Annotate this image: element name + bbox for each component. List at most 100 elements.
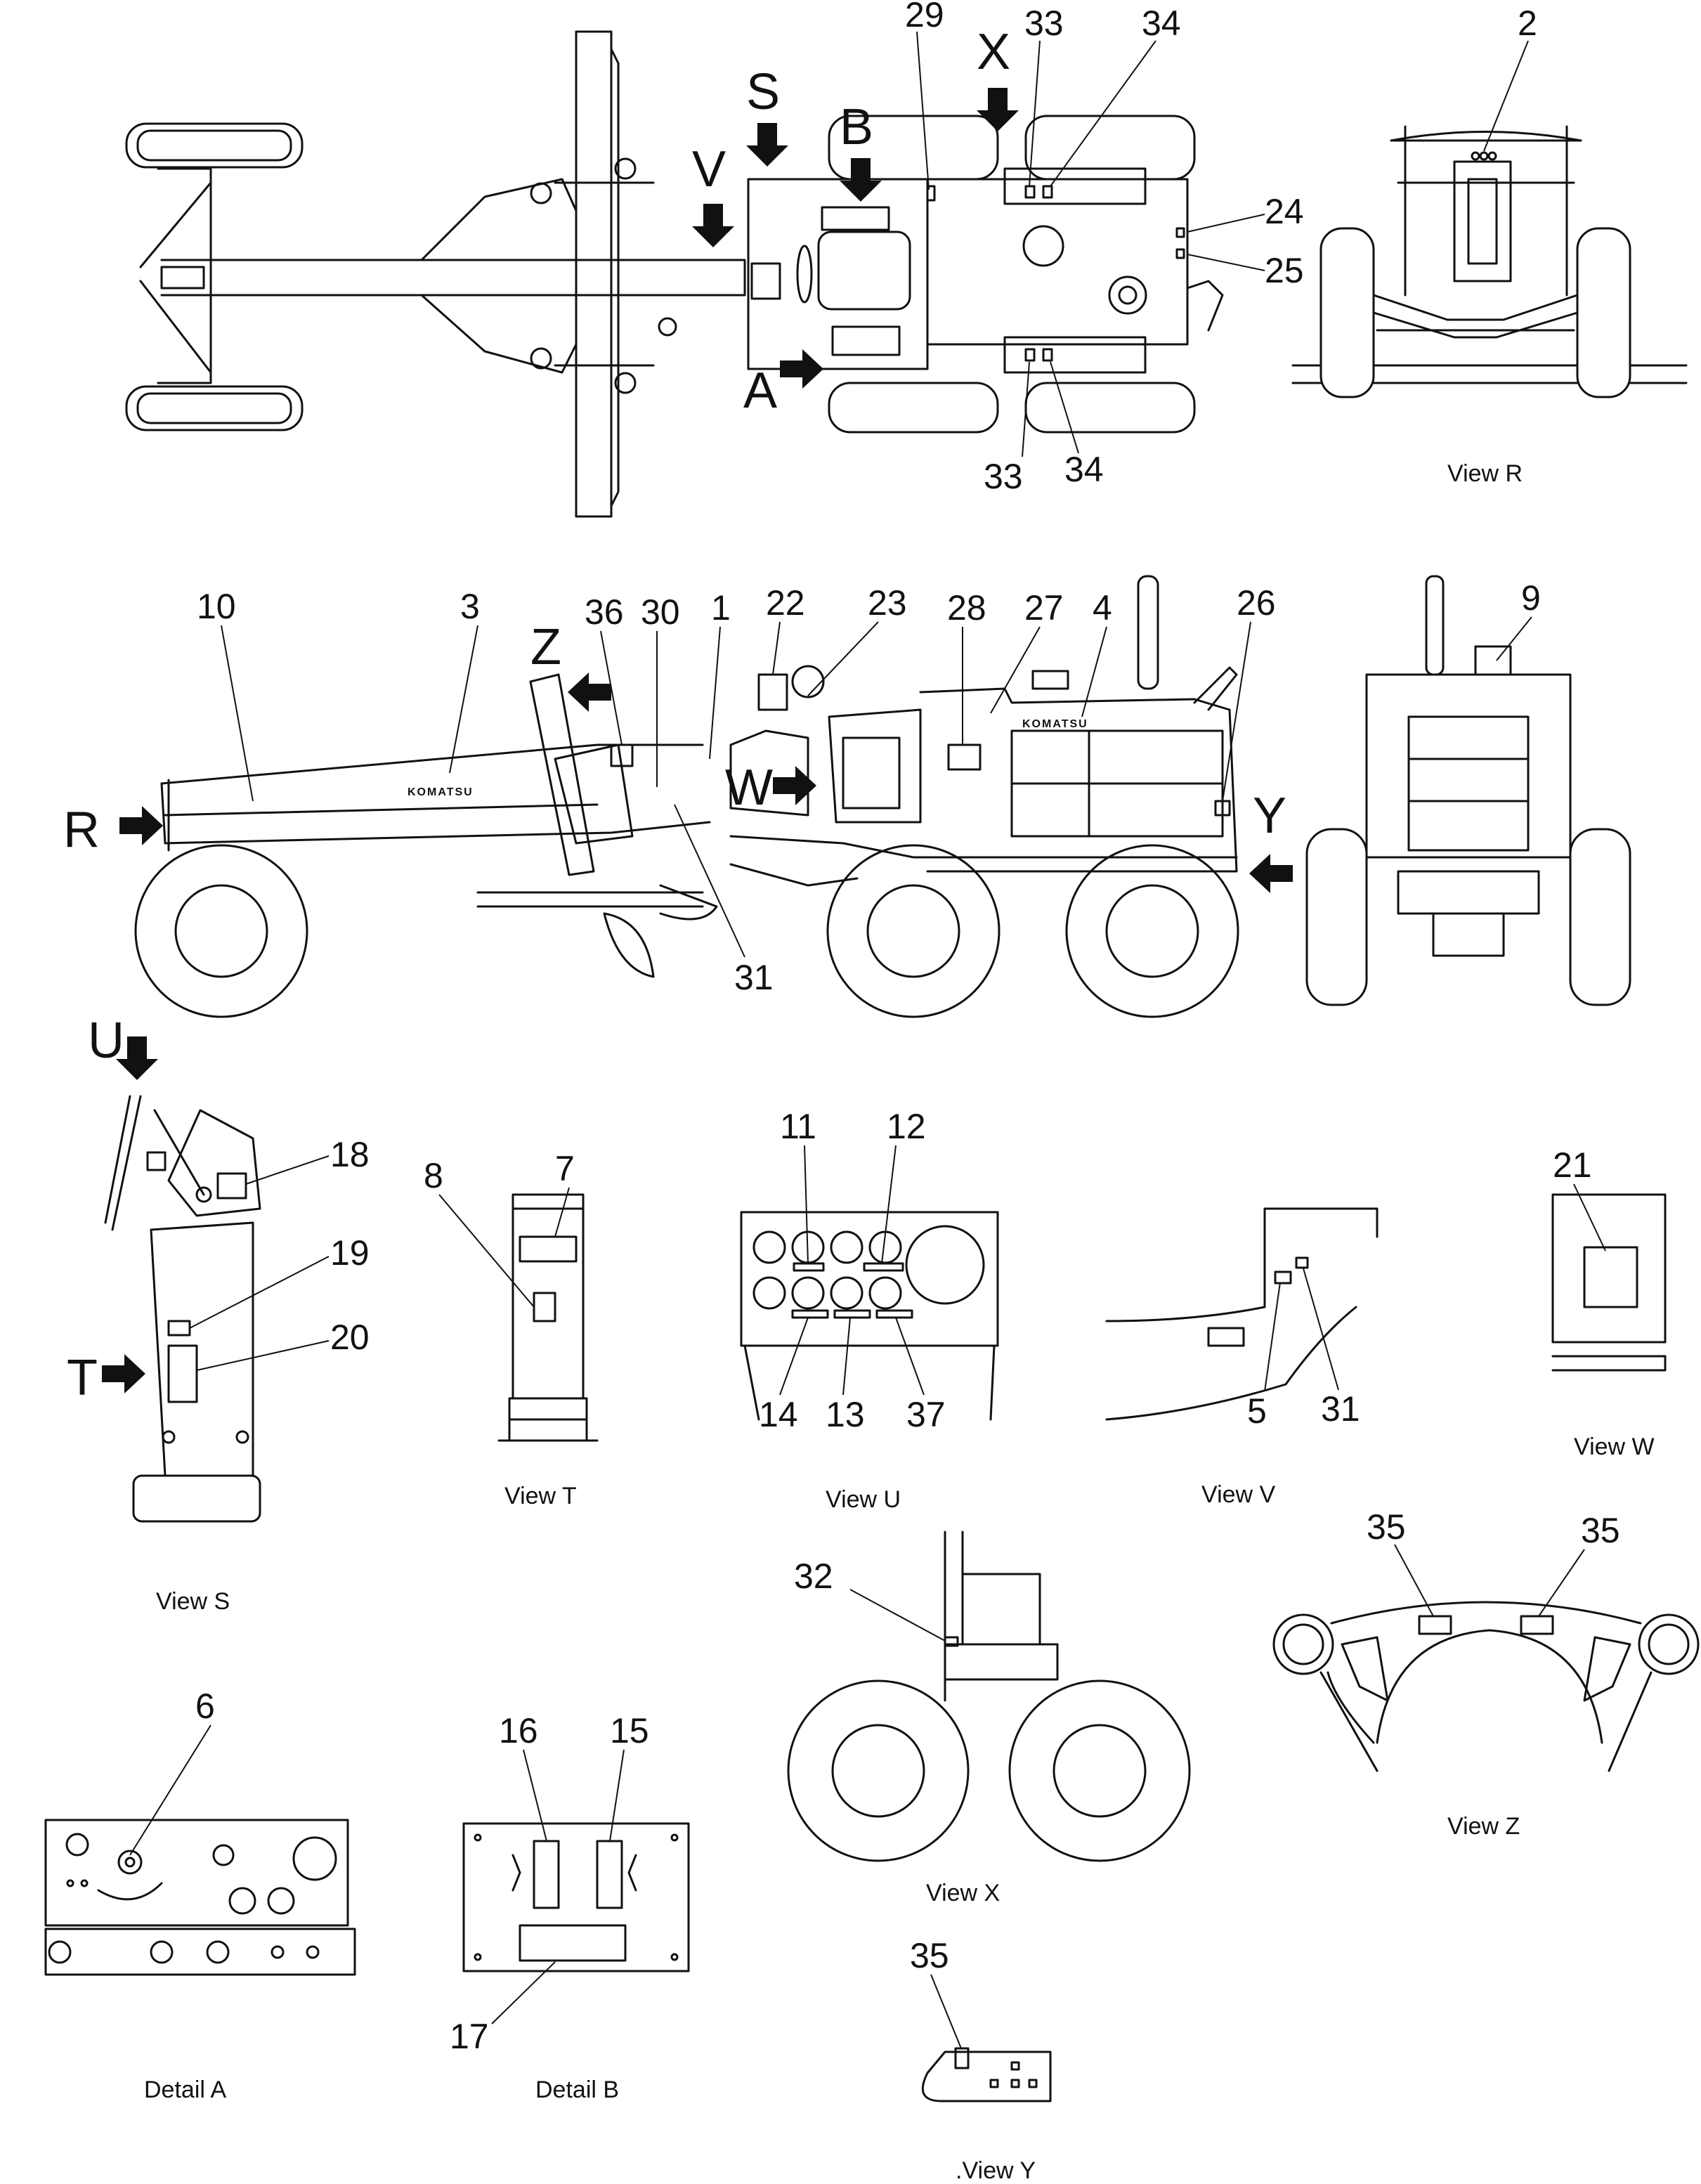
callout-37: 37 — [906, 1395, 946, 1434]
leader-4 — [1081, 626, 1107, 717]
callout-35-view-y: 35 — [910, 1936, 949, 1975]
letter-s: S — [746, 64, 780, 120]
callout-labels: 29 33 34 2 24 25 33 34 10 3 36 30 1 22 2… — [195, 0, 1620, 2056]
detail-b — [462, 1822, 690, 1972]
callout-14: 14 — [759, 1395, 798, 1434]
callout-28: 28 — [947, 588, 986, 628]
leader-5 — [1264, 1282, 1281, 1392]
callout-9: 9 — [1521, 578, 1541, 618]
leader-9 — [1496, 616, 1532, 661]
leader-lines — [129, 31, 1606, 2049]
letter-r: R — [63, 802, 100, 858]
callout-23: 23 — [868, 583, 907, 623]
front-view — [1305, 575, 1631, 1006]
leader-2 — [1483, 40, 1529, 152]
letter-a: A — [743, 363, 777, 419]
leader-37 — [895, 1317, 925, 1396]
callout-20: 20 — [330, 1318, 370, 1357]
view-r — [1291, 125, 1688, 398]
callout-36: 36 — [585, 592, 624, 632]
callout-35-left: 35 — [1367, 1507, 1406, 1547]
leader-35-right — [1538, 1549, 1585, 1617]
arrow-x — [977, 88, 1019, 131]
caption-view-y: .View Y — [956, 2157, 1036, 2184]
leader-8 — [438, 1194, 535, 1308]
leader-32 — [849, 1589, 946, 1642]
arrow-v — [692, 204, 734, 247]
leader-36 — [600, 630, 623, 746]
leader-31 — [674, 804, 745, 958]
letter-y: Y — [1253, 788, 1286, 844]
caption-view-u: View U — [826, 1486, 901, 1513]
letter-b: B — [840, 99, 873, 155]
arrow-r — [119, 806, 163, 845]
arrow-y — [1249, 854, 1293, 893]
letter-u: U — [88, 1013, 124, 1069]
letter-w: W — [725, 760, 773, 816]
callout-10: 10 — [197, 587, 236, 626]
callout-4: 4 — [1093, 588, 1112, 628]
detail-a — [44, 1819, 356, 1976]
callout-15: 15 — [610, 1711, 649, 1750]
callout-18: 18 — [330, 1135, 370, 1174]
arrow-z — [568, 672, 611, 712]
letter-t: T — [67, 1350, 98, 1406]
caption-view-t: View T — [504, 1483, 577, 1509]
brand-text-front-frame: KOMATSU — [408, 786, 474, 798]
callout-16: 16 — [499, 1711, 538, 1750]
leader-25 — [1187, 254, 1265, 271]
leader-33 — [1029, 40, 1041, 187]
leader-29 — [916, 31, 930, 190]
caption-view-s: View S — [156, 1588, 230, 1615]
view-captions: View R View S View T View U View V View … — [144, 460, 1655, 2184]
arrow-a — [780, 349, 823, 389]
leader-15 — [609, 1749, 625, 1842]
leader-17 — [491, 1961, 556, 2024]
callout-30: 30 — [641, 592, 680, 632]
leader-34-lower — [1050, 361, 1079, 454]
arrow-w — [773, 766, 816, 805]
leader-24 — [1187, 214, 1265, 233]
letter-v: V — [692, 141, 726, 197]
view-v — [1105, 1207, 1379, 1421]
callout-5: 5 — [1247, 1391, 1267, 1431]
callout-2: 2 — [1518, 4, 1537, 43]
callout-3: 3 — [460, 587, 480, 626]
callout-26: 26 — [1237, 583, 1276, 623]
caption-view-x: View X — [926, 1880, 1000, 1906]
callout-13: 13 — [826, 1395, 865, 1434]
callout-12: 12 — [887, 1107, 926, 1146]
caption-detail-a: Detail A — [144, 2076, 226, 2103]
view-z — [1272, 1601, 1700, 1772]
view-u — [740, 1211, 999, 1421]
leader-22 — [772, 621, 781, 675]
callout-21: 21 — [1553, 1145, 1592, 1185]
leader-1 — [709, 626, 721, 760]
caption-view-w: View W — [1574, 1434, 1655, 1460]
leader-35-left — [1394, 1544, 1434, 1617]
callout-6: 6 — [195, 1686, 215, 1726]
callout-22: 22 — [766, 583, 805, 623]
view-s — [104, 1095, 261, 1523]
view-t — [497, 1193, 599, 1442]
leader-14 — [779, 1317, 809, 1396]
view-y — [921, 2047, 1052, 2102]
callout-34: 34 — [1142, 4, 1181, 43]
letter-x: X — [977, 24, 1010, 80]
caption-view-r: View R — [1447, 460, 1523, 487]
caption-view-z: View Z — [1447, 1813, 1520, 1840]
callout-25: 25 — [1265, 251, 1304, 290]
leader-21 — [1573, 1183, 1606, 1252]
view-arrows — [102, 88, 1293, 1393]
callout-19: 19 — [330, 1233, 370, 1273]
callout-24: 24 — [1265, 192, 1304, 231]
callout-7: 7 — [555, 1149, 575, 1188]
leader-16 — [523, 1749, 547, 1842]
callout-32: 32 — [794, 1556, 833, 1596]
brand-text-hood: KOMATSU — [1022, 718, 1088, 730]
leader-3 — [449, 625, 478, 774]
callout-31: 31 — [734, 958, 774, 997]
top-view — [125, 30, 1224, 518]
callout-29: 29 — [905, 0, 944, 34]
